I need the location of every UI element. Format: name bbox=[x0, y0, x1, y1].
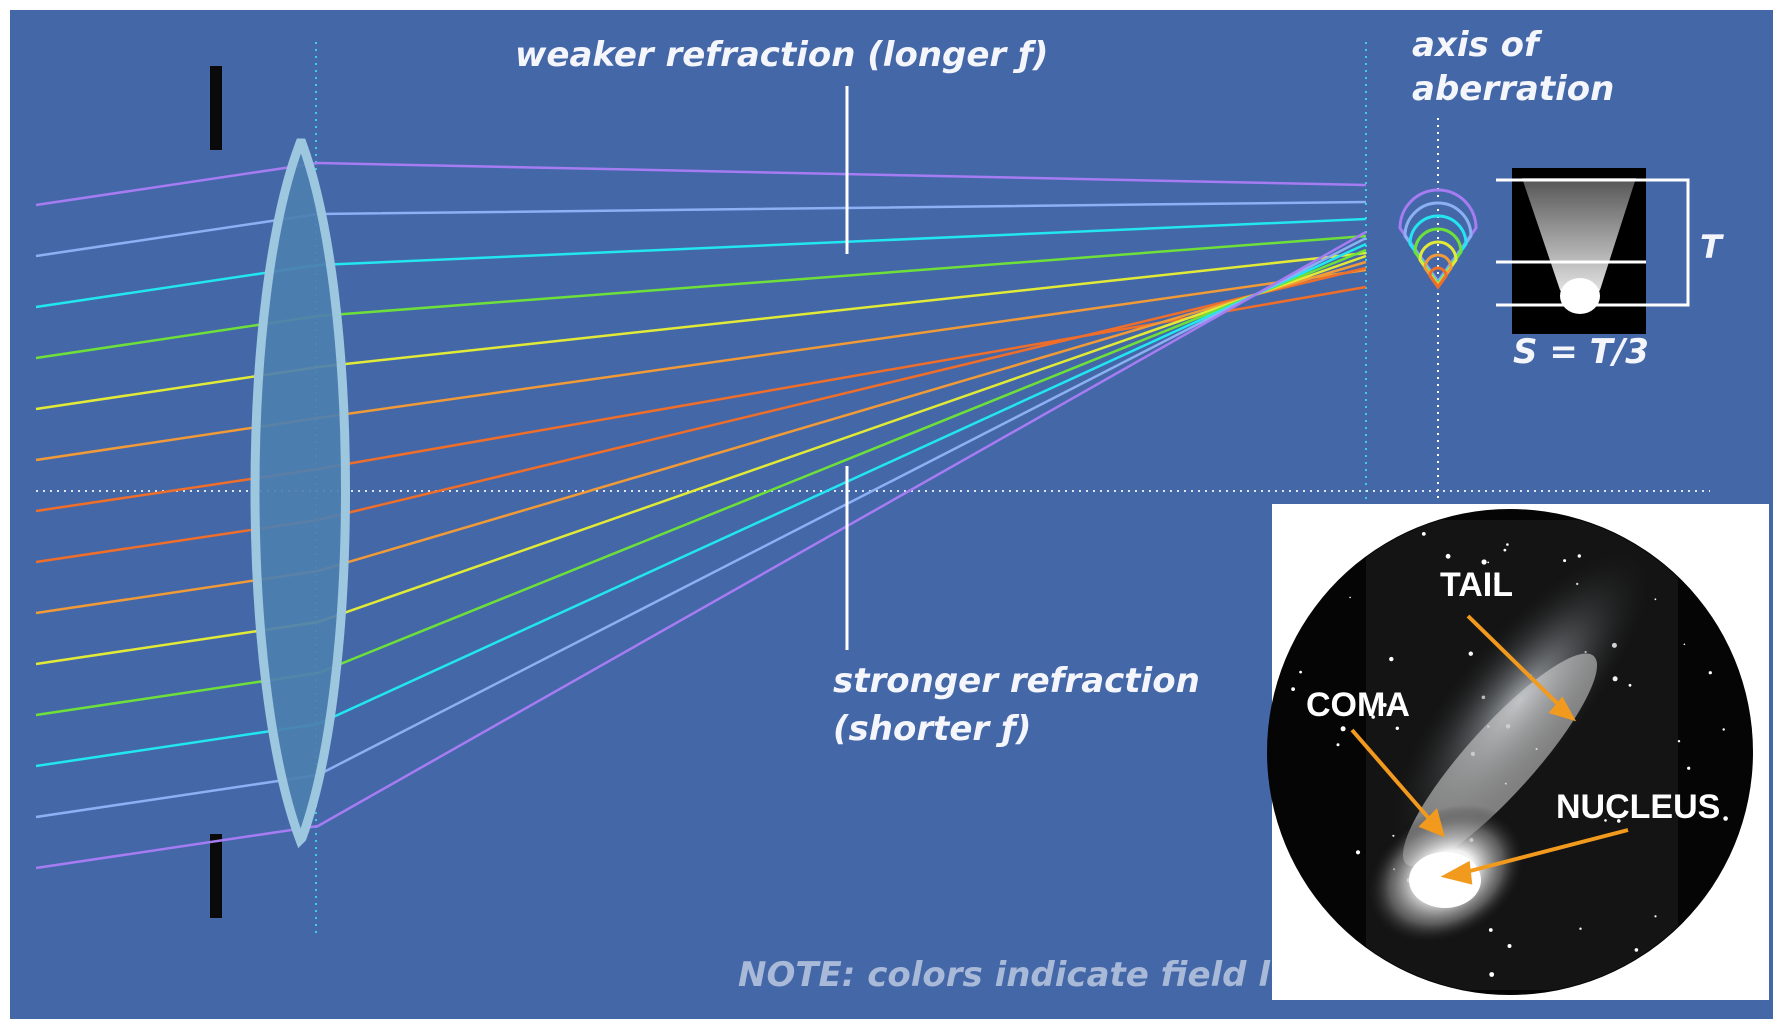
coma-ring bbox=[1423, 253, 1453, 289]
star bbox=[1481, 559, 1487, 565]
coma-spot-pattern bbox=[1398, 188, 1478, 290]
star bbox=[1382, 703, 1387, 707]
star bbox=[1604, 819, 1607, 822]
star bbox=[1349, 596, 1351, 599]
star bbox=[1687, 766, 1691, 770]
star bbox=[1506, 543, 1509, 546]
star bbox=[1579, 927, 1582, 930]
aperture-stop-top bbox=[210, 66, 222, 150]
note-label: NOTE: colors indicate field l bbox=[738, 955, 1271, 995]
stronger-refraction-label-line2: (shorter ƒ) bbox=[833, 709, 1031, 749]
star bbox=[1654, 915, 1657, 918]
axis-of-aberration-label-line2: aberration bbox=[1412, 69, 1614, 109]
comet-coma-label: COMA bbox=[1306, 686, 1410, 724]
star bbox=[1723, 816, 1728, 821]
coma-ring bbox=[1408, 214, 1468, 286]
comet-nucleus-label: NUCLEUS bbox=[1556, 788, 1720, 826]
star bbox=[1634, 948, 1639, 952]
star bbox=[1421, 532, 1426, 536]
star bbox=[1722, 728, 1725, 731]
t-bracket bbox=[1496, 178, 1690, 307]
lens bbox=[250, 138, 350, 849]
star bbox=[1371, 715, 1375, 719]
star bbox=[1336, 743, 1340, 747]
star bbox=[1507, 944, 1512, 948]
coma-ring bbox=[1418, 240, 1458, 288]
stronger-refraction-label-line1: stronger refraction bbox=[833, 661, 1200, 701]
star bbox=[1708, 671, 1712, 675]
star-image-core bbox=[1560, 278, 1600, 314]
s-equals-t-over-3-label: S = T/3 bbox=[1513, 332, 1649, 372]
star bbox=[1445, 553, 1451, 559]
star bbox=[1395, 726, 1400, 730]
t-label: T bbox=[1700, 228, 1724, 266]
star bbox=[1487, 561, 1490, 564]
coma-ring bbox=[1403, 201, 1473, 285]
axis-of-aberration-label-line1: axis of bbox=[1412, 25, 1543, 65]
weaker-refraction-label: weaker refraction (longer ƒ) bbox=[515, 35, 1048, 75]
star bbox=[1503, 548, 1507, 552]
star bbox=[1683, 643, 1686, 646]
star bbox=[1488, 928, 1493, 932]
coma-ring bbox=[1413, 227, 1463, 287]
star bbox=[1340, 726, 1346, 732]
star bbox=[1494, 576, 1499, 581]
coma-ring bbox=[1398, 188, 1478, 284]
coma-ring bbox=[1428, 266, 1448, 290]
star bbox=[1355, 850, 1361, 855]
star bbox=[1299, 670, 1302, 674]
aperture-stop-bottom bbox=[210, 834, 222, 918]
star bbox=[1677, 740, 1681, 743]
star bbox=[1489, 972, 1495, 977]
comet-arrows bbox=[1350, 614, 1629, 885]
star bbox=[1617, 819, 1621, 823]
star bbox=[1563, 559, 1567, 563]
comet-tail-label: TAIL bbox=[1440, 566, 1513, 604]
star bbox=[1291, 687, 1295, 691]
star bbox=[1628, 683, 1632, 687]
star-image-blur bbox=[1522, 178, 1636, 304]
star bbox=[1389, 656, 1394, 662]
